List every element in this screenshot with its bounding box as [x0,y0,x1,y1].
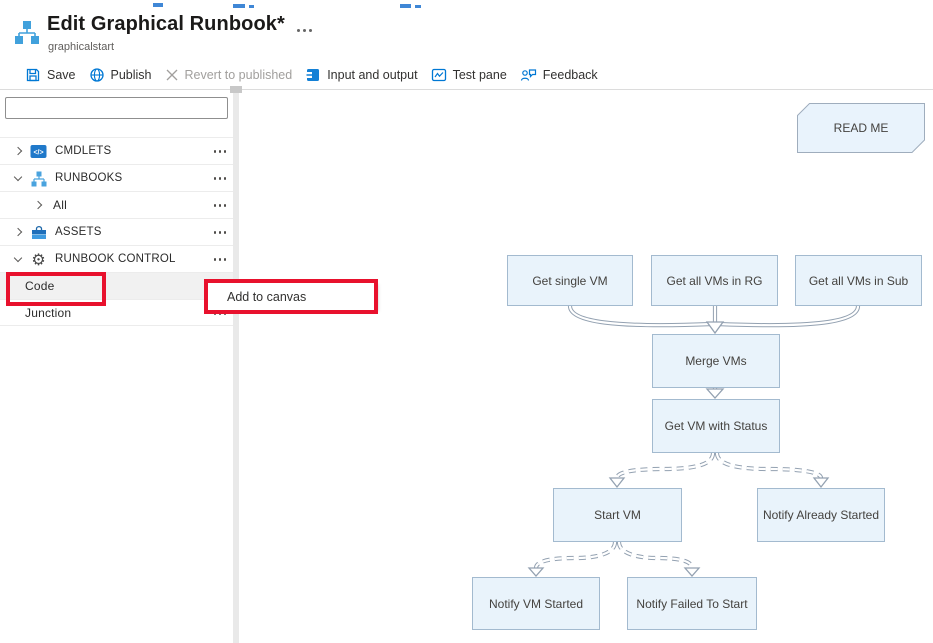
save-icon [26,68,40,82]
tree-label: Junction [25,305,72,320]
node-get-vm-with-status[interactable]: Get VM with Status [652,399,780,453]
sidebar-item-assets[interactable]: ASSETS [0,218,233,245]
tree-label: Code [25,279,55,293]
sidebar-canvas-splitter[interactable] [233,90,239,643]
chevron-right-icon[interactable] [13,227,23,237]
cropped-text-artifact [400,4,411,8]
input-output-button[interactable]: Input and output [305,67,418,83]
chevron-right-icon[interactable] [13,146,23,156]
sidebar-item-cmdlets[interactable]: </> CMDLETS [0,137,233,164]
tree-label: ASSETS [55,226,102,238]
input-output-label: Input and output [327,68,418,82]
cmdlets-icon: </> [30,143,47,160]
tree-label: All [53,198,67,212]
input-output-icon [306,69,320,81]
publish-button[interactable]: Publish [89,67,152,83]
cropped-text-artifact [249,5,254,8]
save-button[interactable]: Save [25,67,76,83]
chevron-right-icon[interactable] [33,200,43,210]
node-label: Get all VMs in Sub [808,273,909,288]
node-label: Get VM with Status [664,419,768,433]
note-label: READ ME [833,121,889,135]
node-merge-vms[interactable]: Merge VMs [652,334,780,388]
sidebar-item-runbooks[interactable]: RUNBOOKS [0,164,233,191]
node-start-vm[interactable]: Start VM [553,488,682,542]
node-label: Start VM [594,508,641,522]
row-more-icon[interactable] [213,150,226,153]
toolbox-icon [30,224,47,241]
svg-text:</>: </> [33,149,43,156]
node-notify-failed-to-start[interactable]: Notify Failed To Start [627,577,757,630]
menu-item-add-to-canvas[interactable]: Add to canvas [227,289,307,304]
publish-globe-icon [89,68,104,82]
test-pane-icon [431,68,446,82]
library-tree: </> CMDLETS RUNBOOKS All [0,137,233,326]
runbook-flowchart-icon [15,21,39,44]
row-more-icon[interactable] [213,204,226,207]
context-menu: Add to canvas [208,283,378,310]
node-notify-vm-started[interactable]: Notify VM Started [472,577,600,630]
sidebar-item-runbook-control[interactable]: ⚙ RUNBOOK CONTROL [0,245,233,272]
search-input[interactable] [5,97,228,119]
node-label: Merge VMs [685,354,747,368]
sidebar-item-all[interactable]: All [0,191,233,218]
sidebar-item-junction[interactable]: Junction [0,299,233,326]
node-label: Notify Failed To Start [636,596,748,611]
cropped-text-artifact [415,5,421,8]
node-label: Notify VM Started [488,596,584,611]
row-more-icon[interactable] [213,258,226,261]
node-notify-already-started[interactable]: Notify Already Started [757,488,885,542]
node-label: Notify Already Started [762,508,880,522]
publish-label: Publish [110,68,152,82]
feedback-icon [520,69,536,81]
node-get-all-vms-in-sub[interactable]: Get all VMs in Sub [795,255,922,306]
node-label: Get single VM [532,273,608,288]
test-pane-button[interactable]: Test pane [431,67,507,83]
splitter-drag-handle[interactable] [230,86,242,93]
chevron-down-icon[interactable] [13,253,23,263]
feedback-label: Feedback [542,68,598,82]
note-shape [797,103,925,153]
chevron-down-icon[interactable] [13,172,23,182]
save-label: Save [47,68,76,82]
runbook-name: graphicalstart [48,41,115,53]
revert-label: Revert to published [184,68,293,82]
revert-to-published-button[interactable]: Revert to published [165,68,293,82]
tree-label: RUNBOOKS [55,172,123,184]
tree-label: RUNBOOK CONTROL [55,253,176,265]
node-get-all-vms-in-rg[interactable]: Get all VMs in RG [651,255,778,306]
page-title: Edit Graphical Runbook* [47,13,285,35]
runbooks-icon [30,170,47,187]
cropped-text-artifact [233,4,245,8]
sidebar-item-code[interactable]: Code [0,272,233,299]
node-get-single-vm[interactable]: Get single VM [507,255,633,306]
cropped-text-artifact [153,3,163,7]
tree-label: CMDLETS [55,145,112,157]
test-pane-label: Test pane [452,68,507,82]
readme-note[interactable]: READ ME [797,103,925,153]
more-options-icon[interactable] [297,29,312,32]
close-x-icon [166,69,177,81]
row-more-icon[interactable] [213,177,226,180]
row-more-icon[interactable] [213,231,226,234]
toolbar: Save Publish Revert to published Input [25,63,598,87]
gear-icon: ⚙ [31,250,46,269]
node-label: Get all VMs in RG [666,273,763,288]
feedback-button[interactable]: Feedback [520,67,598,83]
toolbar-divider [0,89,933,90]
row-more-icon[interactable] [213,312,226,315]
